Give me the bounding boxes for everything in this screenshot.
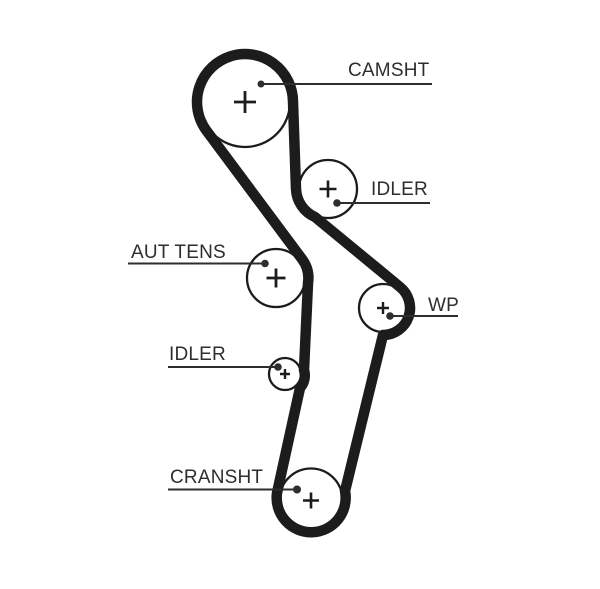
leader-dot-cransht bbox=[293, 485, 301, 494]
plus-marker-crankshaft bbox=[303, 492, 319, 509]
leader-dot-aut-tens bbox=[261, 259, 269, 268]
plus-marker-lower-idler bbox=[280, 369, 290, 379]
leader-dot-camsht bbox=[257, 80, 265, 88]
label-lower-idler: IDLER bbox=[169, 344, 226, 365]
label-crankshaft: CRANSHT bbox=[170, 467, 264, 488]
plus-marker-camshaft bbox=[234, 91, 256, 113]
plus-marker-water-pump bbox=[377, 302, 389, 314]
timing-belt bbox=[191, 48, 416, 538]
leader-dot-wp bbox=[386, 312, 394, 320]
label-aut-tens: AUT TENS bbox=[131, 242, 226, 263]
plus-marker-upper-idler bbox=[319, 180, 337, 198]
label-water-pump: WP bbox=[428, 295, 460, 316]
leader-dot-idler-lower bbox=[274, 363, 282, 371]
label-camshaft: CAMSHT bbox=[348, 60, 430, 81]
leader-dot-idler-upper bbox=[333, 199, 341, 207]
label-upper-idler: IDLER bbox=[371, 179, 428, 200]
plus-marker-tensioner bbox=[266, 268, 286, 288]
